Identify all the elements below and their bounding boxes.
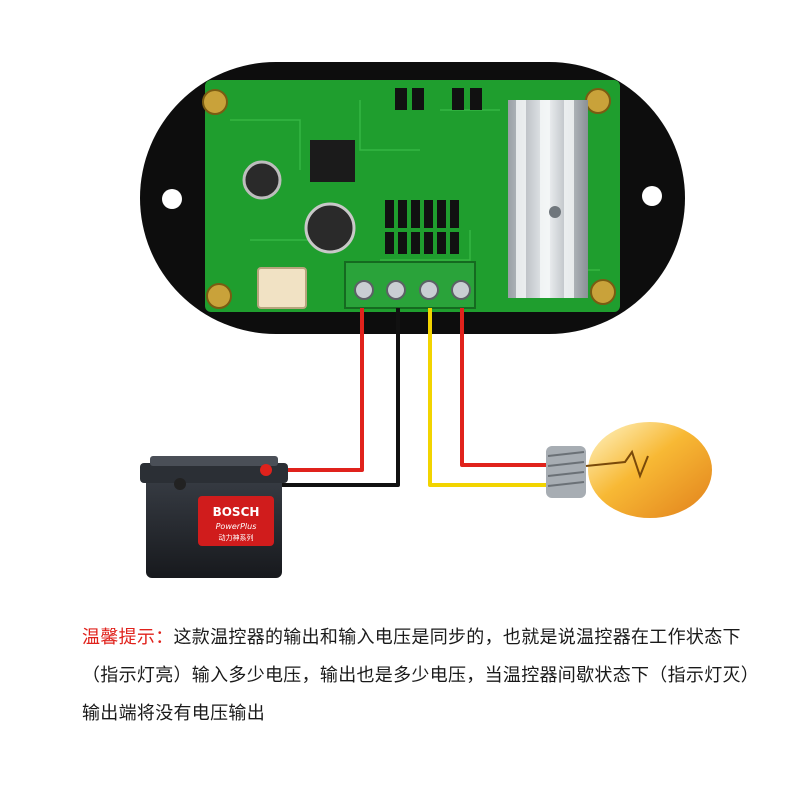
wiring-diagram: BOSCH PowerPlus 动力神系列 — [140, 62, 712, 578]
controller-board-icon — [140, 62, 685, 334]
battery-terminal-negative — [174, 478, 186, 490]
wire-input-positive — [268, 308, 364, 472]
battery-line: PowerPlus — [216, 522, 257, 531]
tip-text: 这款温控器的输出和输入电压是同步的，也就是说温控器在工作状态下（指示灯亮）输入多… — [82, 627, 760, 724]
tip-note: 温馨提示：这款温控器的输出和输入电压是同步的，也就是说温控器在工作状态下（指示灯… — [82, 619, 762, 733]
mount-hole-right — [642, 186, 662, 206]
battery-label — [198, 496, 274, 546]
battery-terminal-positive — [260, 464, 272, 476]
smd-resistors — [385, 88, 482, 254]
bulb-filament — [585, 449, 649, 479]
wire-output-red — [460, 308, 548, 467]
mounting-screws — [202, 88, 616, 309]
mount-hole-left — [162, 189, 182, 209]
terminal-screw-4 — [451, 280, 471, 300]
bulb-glass — [588, 422, 712, 518]
connector-socket — [257, 267, 307, 309]
capacitor-small — [242, 160, 282, 200]
battery-brand: BOSCH — [213, 505, 260, 519]
tip-label: 温馨提示： — [82, 627, 174, 648]
light-bulb-icon — [546, 422, 712, 518]
terminal-screw-2 — [386, 280, 406, 300]
ic-chip — [310, 140, 355, 182]
terminal-screw-3 — [419, 280, 439, 300]
heat-sink — [508, 100, 588, 298]
wire-output-yellow — [428, 308, 548, 487]
terminal-screw-1 — [354, 280, 374, 300]
terminal-block — [344, 261, 476, 309]
battery-sub: 动力神系列 — [219, 533, 254, 542]
car-battery-icon: BOSCH PowerPlus 动力神系列 — [140, 456, 288, 578]
capacitor-large — [304, 202, 356, 254]
